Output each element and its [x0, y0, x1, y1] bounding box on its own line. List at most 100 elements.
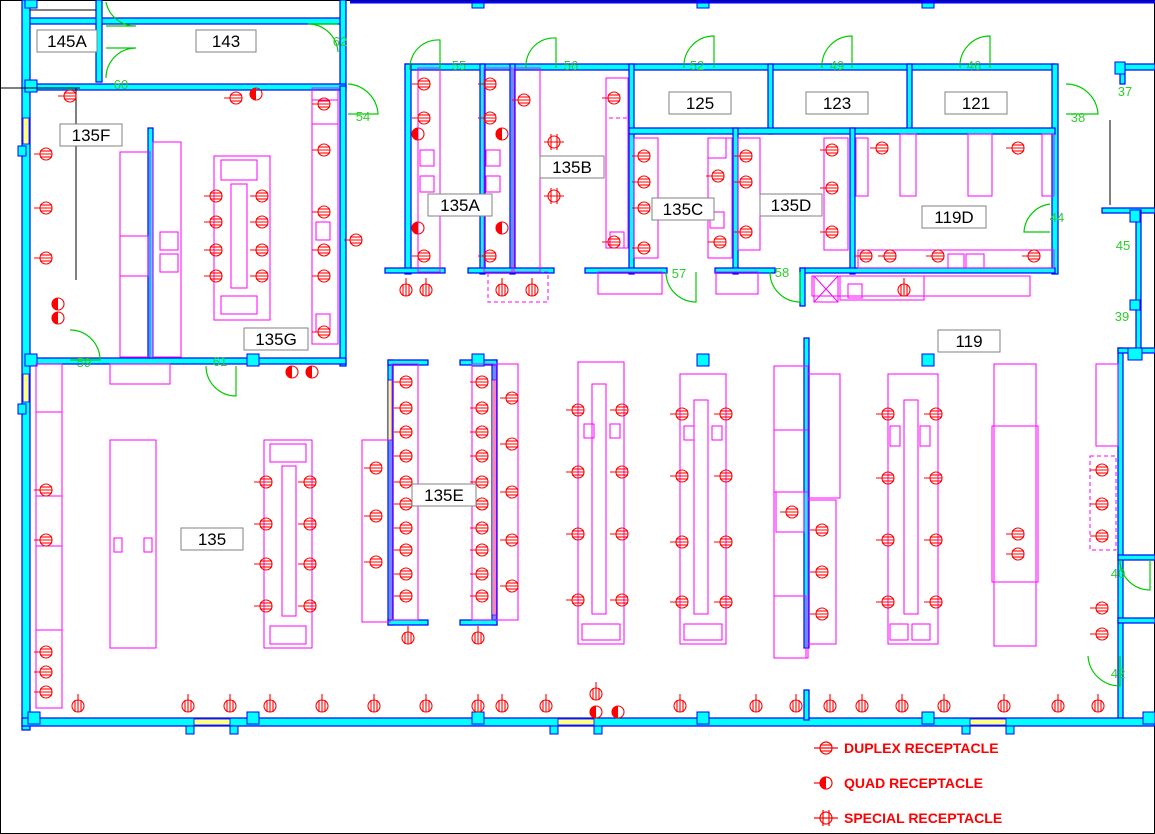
door-number-39: 39 [1115, 309, 1129, 324]
quad-receptacle-icon [495, 127, 509, 141]
duplex-receptacle-icon [855, 694, 869, 713]
furniture [35, 67, 1119, 709]
duplex-receptacle-icon [500, 533, 519, 547]
duplex-receptacle-icon [254, 557, 273, 571]
duplex-receptacle-icon [525, 278, 539, 297]
special-receptacles [544, 134, 564, 204]
duplex-receptacle-icon [539, 694, 553, 713]
legend: DUPLEX RECEPTACLE QUAD RECEPTACLE SPECIA… [814, 740, 1002, 826]
duplex-receptacle-icon [1091, 694, 1105, 713]
door-number-56: 56 [564, 58, 578, 73]
room-label-135A: 135A [440, 196, 480, 215]
duplex-receptacle-icon [412, 111, 431, 125]
duplex-receptacle-icon [937, 694, 951, 713]
duplex-receptacle-icon [394, 425, 413, 439]
door-number-52: 52 [690, 58, 704, 73]
quad-receptacle-icon [611, 705, 625, 719]
duplex-receptacle-icon [566, 527, 585, 541]
duplex-receptacle-icon [470, 425, 489, 439]
duplex-receptacle-icon [1006, 547, 1025, 561]
duplex-receptacle-icon [254, 475, 273, 489]
duplex-receptacle-icon [566, 593, 585, 607]
duplex-receptacle-icon [470, 543, 489, 557]
duplex-receptacle-icon [470, 521, 489, 535]
duplex-receptacle-icon [876, 533, 895, 547]
duplex-receptacle-icon [1006, 527, 1025, 541]
duplex-receptacle-icon [610, 593, 629, 607]
duplex-receptacle-icon [298, 517, 317, 531]
duplex-receptacle-icon [500, 485, 519, 499]
duplex-receptacle-icon [34, 665, 53, 679]
duplex-receptacle-icon [1022, 249, 1041, 263]
legend-quad-label: QUAD RECEPTACLE [844, 775, 983, 791]
door-number-46: 46 [967, 58, 981, 73]
door-number-38: 38 [1071, 110, 1085, 125]
duplex-receptacle-icon [878, 249, 897, 263]
duplex-receptacle-icon [749, 694, 763, 713]
door-number-62: 62 [333, 34, 347, 49]
duplex-receptacle-icon [478, 249, 497, 263]
duplex-receptacle-icon [394, 521, 413, 535]
duplex-receptacle-icon [924, 471, 943, 485]
duplex-receptacle-icon [298, 599, 317, 613]
duplex-receptacle-icon [714, 407, 733, 421]
duplex-receptacle-icon [876, 471, 895, 485]
duplex-receptacle-icon [1090, 497, 1109, 511]
duplex-receptacle-icon [419, 694, 433, 713]
duplex-receptacle-icon [670, 407, 689, 421]
door-number-55: 55 [452, 58, 466, 73]
door-number-37: 37 [1118, 84, 1132, 99]
duplex-receptacle-icon [997, 694, 1011, 713]
duplex-receptacle-icon [364, 555, 383, 569]
door-number-42: 42 [1111, 666, 1125, 681]
duplex-receptacle-icon [312, 97, 331, 111]
duplex-receptacle-icon [470, 449, 489, 463]
duplex-receptacle-icon [399, 278, 413, 297]
duplex-receptacle-icon [315, 694, 329, 713]
duplex-receptacle-icon [602, 235, 621, 249]
duplex-receptacle-icon [820, 181, 839, 195]
duplex-receptacle-icon [876, 595, 895, 609]
duplex-receptacle-icon [897, 278, 911, 297]
room-label-143: 143 [212, 32, 240, 51]
duplex-receptacle-icon [250, 215, 269, 229]
duplex-receptacle-icon [632, 175, 651, 189]
legend-special-label: SPECIAL RECEPTACLE [844, 810, 1002, 826]
duplex-receptacle-icon [224, 91, 243, 105]
room-label-125: 125 [686, 94, 714, 113]
duplex-receptacle-icon [412, 249, 431, 263]
door-number-44: 44 [1050, 210, 1064, 225]
quad-receptacle-icon [589, 705, 603, 719]
duplex-receptacle-icon [823, 694, 837, 713]
quad-receptacle-icon [51, 297, 65, 311]
duplex-receptacle-icon [734, 225, 753, 239]
door-number-60: 60 [114, 77, 128, 92]
quad-receptacle-icon [305, 365, 319, 379]
duplex-receptacle-icon [394, 375, 413, 389]
duplex-receptacle-icon [471, 694, 485, 713]
room-label-123: 123 [823, 94, 851, 113]
columns [17, 0, 1155, 735]
room-label-119D: 119D [934, 208, 973, 227]
duplex-receptacle-icon [714, 535, 733, 549]
duplex-receptacle-icon [1006, 141, 1025, 155]
duplex-receptacle-icon [312, 243, 331, 257]
duplex-receptacle-icon [566, 465, 585, 479]
duplex-receptacle-icon [1090, 463, 1109, 477]
duplex-receptacle-icon [610, 465, 629, 479]
duplex-receptacle-icon [34, 201, 53, 215]
duplex-receptacle-icon [312, 143, 331, 157]
duplex-receptacle-icon [250, 189, 269, 203]
reference-lines [0, 9, 1111, 280]
duplex-receptacle-icon [394, 401, 413, 415]
duplex-receptacle-icon [854, 249, 873, 263]
duplex-receptacle-icon [263, 694, 277, 713]
duplex-receptacle-icon [470, 401, 489, 415]
duplex-receptacle-icon [71, 694, 85, 713]
door-number-59: 59 [77, 355, 91, 370]
duplex-receptacle-icon [364, 509, 383, 523]
door-number-61: 61 [213, 354, 227, 369]
duplex-receptacle-icon [394, 449, 413, 463]
duplex-receptacle-icon [500, 579, 519, 593]
